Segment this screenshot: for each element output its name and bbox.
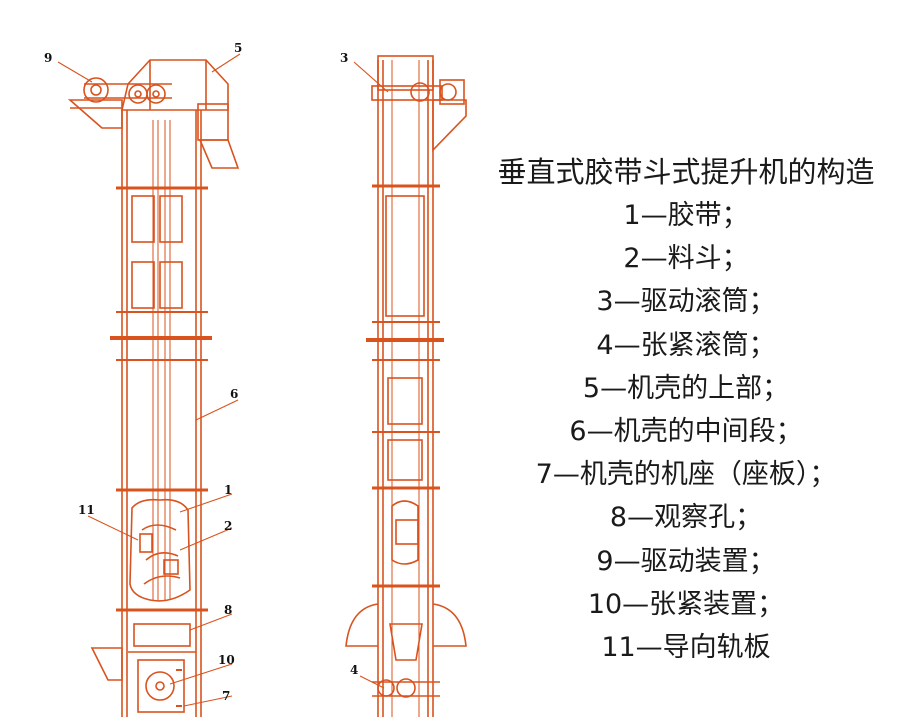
legend-item-4: 4—张紧滚筒；: [596, 329, 776, 361]
callout-4: 4: [350, 663, 358, 677]
callout-1: 1: [224, 483, 232, 497]
callout-10: 10: [218, 653, 235, 667]
observation-hole: [133, 623, 191, 647]
parts-legend: 垂直式胶带斗式提升机的构造 1—胶带； 2—料斗； 3—驱动滚筒； 4—张紧滚筒…: [462, 152, 910, 669]
tension-pulley: [145, 671, 175, 701]
legend-title: 垂直式胶带斗式提升机的构造: [497, 155, 875, 189]
legend-item-7: 7—机壳的机座（座板）；: [535, 459, 837, 491]
legend-item-11: 11—导向轨板: [601, 632, 771, 664]
callout-2: 2: [224, 519, 232, 533]
callout-6: 6: [230, 387, 238, 401]
legend-item-10: 10—张紧装置；: [587, 588, 785, 620]
callout-11: 11: [78, 503, 95, 517]
legend-item-6: 6—机壳的中间段；: [569, 416, 803, 448]
callout-labels: 9 5 3 6 1 11 2 8 10 7 4: [44, 41, 358, 703]
legend-item-8: 8—观察孔；: [609, 502, 763, 534]
legend-item-1: 1—胶带；: [623, 200, 749, 231]
leader-lines: [57, 53, 389, 707]
legend-item-9: 9—驱动装置；: [596, 545, 776, 577]
callout-9: 9: [44, 51, 52, 65]
drive-gear-left: [83, 77, 109, 103]
callout-3: 3: [340, 51, 348, 65]
callout-7: 7: [222, 689, 230, 703]
legend-item-3: 3—驱动滚筒；: [596, 286, 776, 318]
left-elevator-view: [67, 59, 240, 717]
drive-pulley: [410, 82, 430, 102]
legend-item-2: 2—料斗；: [623, 243, 749, 275]
right-elevator-view: [345, 55, 467, 717]
legend-item-5: 5—机壳的上部；: [582, 372, 790, 404]
drive-gear-mid: [128, 84, 148, 104]
callout-5: 5: [234, 41, 242, 55]
guide-plate: [129, 498, 191, 602]
callout-8: 8: [224, 603, 232, 617]
